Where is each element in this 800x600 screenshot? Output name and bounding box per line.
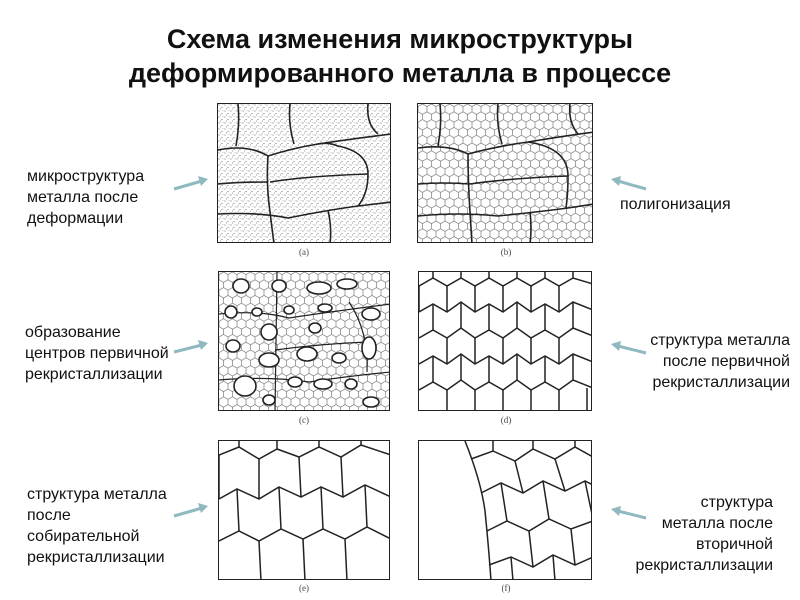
label-line: рекристаллизации <box>27 549 165 566</box>
caption-e: (e) <box>299 583 309 593</box>
label-line: структура металла <box>650 332 790 349</box>
title-line-1: Схема изменения микроструктуры <box>166 24 634 54</box>
label-line: полигонизация <box>620 196 731 213</box>
label-collective-recrystallization: структура металла после собирательной ре… <box>27 484 167 568</box>
title-line-2: деформированного металла в процессе <box>128 58 672 88</box>
label-line: рекристаллизации <box>635 557 773 574</box>
label-line: после первичной <box>662 353 790 370</box>
label-line: микроструктура <box>27 168 145 185</box>
arrow-left-icon <box>611 506 647 520</box>
label-secondary-recrystallization: структура металла после вторичной рекрис… <box>635 492 773 576</box>
label-line: металла после <box>661 515 773 532</box>
label-primary-recrystallization: структура металла после первичной рекрис… <box>650 330 790 393</box>
label-line: центров первичной <box>25 345 169 362</box>
label-line: деформации <box>27 210 124 227</box>
caption-f: (f) <box>501 583 511 593</box>
label-line: структура металла <box>27 486 167 503</box>
arrow-right-icon <box>173 176 208 191</box>
label-line: собирательной <box>27 528 140 545</box>
caption-d: (d) <box>500 415 512 425</box>
panel-e-collective-recrystallization <box>218 440 390 580</box>
caption-c: (c) <box>299 415 309 425</box>
arrow-right-icon <box>173 503 208 518</box>
label-line: рекристаллизации <box>25 366 163 383</box>
caption-a: (a) <box>299 247 309 257</box>
label-line: металла после <box>27 189 139 206</box>
panel-a-deformed <box>217 103 391 243</box>
arrow-left-icon <box>611 176 647 191</box>
label-deformed: микроструктура металла после деформации <box>27 166 144 229</box>
panel-f-secondary-recrystallization <box>418 440 592 580</box>
caption-b: (b) <box>500 247 512 257</box>
diagram-title: Схема изменения микроструктуры деформиро… <box>0 22 800 90</box>
arrow-left-icon <box>611 341 647 355</box>
label-line: образование <box>25 324 121 341</box>
label-polygonization: полигонизация <box>620 194 731 215</box>
label-nucleation: образование центров первичной рекристалл… <box>25 322 169 385</box>
panel-d-primary-recrystallization <box>418 271 592 411</box>
panel-c-nucleation <box>218 271 390 411</box>
label-line: после <box>27 507 71 524</box>
panel-b-polygonization <box>417 103 593 243</box>
label-line: структура <box>700 494 773 511</box>
arrow-right-icon <box>173 340 208 354</box>
label-line: рекристаллизации <box>652 374 790 391</box>
label-line: вторичной <box>695 536 773 553</box>
